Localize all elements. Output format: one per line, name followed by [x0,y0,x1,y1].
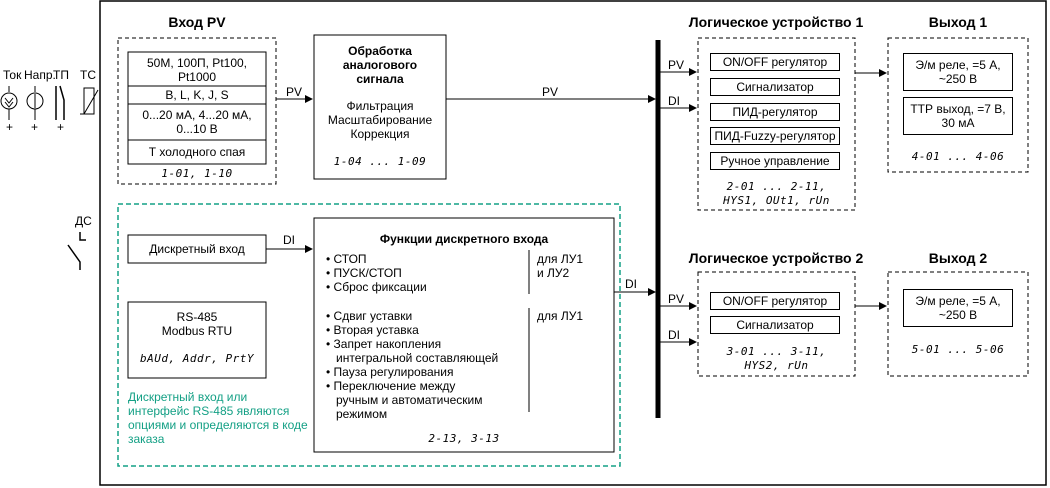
input-tc: B, L, K, J, S [165,88,229,102]
di-functions-title: Функции дискретного входа [379,232,549,246]
analog-filter: Фильтрация [346,99,414,113]
di-func-stop: • СТОП [326,252,367,266]
output2-relay: Э/м реле, =5 А, ~250 В [903,289,1013,327]
logic2-onoff: ON/OFF регулятор [710,292,840,310]
input-analog: 0...20 мА, 4...20 мА, 0...10 В [142,108,252,136]
di-func-second: • Вторая уставка [326,323,419,337]
di-func-switch-2: ручным и автоматическим [336,393,483,407]
logic1-pid-fuzzy: ПИД-Fuzzy-регулятор [710,127,840,145]
input-cold-junction: Т холодного спая [148,145,246,159]
di-label-1: DI [283,233,295,247]
rs485-code: bAUd, Addr, PrtY [140,352,254,365]
analog-scale: Масштабирование [327,113,433,127]
modbus-label: Modbus RTU [161,324,233,338]
di-target-1a: для ЛУ1 [537,252,584,266]
output1-frame [887,37,1029,173]
logic2-alarm: Сигнализатор [710,316,840,334]
plus-voltage: + [31,120,39,134]
input-pv-title: Вход PV [168,14,226,30]
rs485-label: RS-485 [176,310,218,324]
output2-frame [887,271,1029,377]
logic2-frame [697,271,856,377]
output1-code: 4-01 ... 4-06 [911,150,1005,163]
option-frame [117,203,621,467]
di-func-switch-3: режимом [336,407,388,421]
output1-relay: Э/м реле, =5 А, ~250 В [903,53,1013,91]
input-pv-code: 1-01, 1-10 [161,167,233,180]
option-note: Дискретный вход или интерфейс RS-485 явл… [128,390,308,446]
discrete-sensor-label: ДС [75,214,92,228]
thermoresistor-icon [80,87,99,115]
discrete-input-box: Дискретный вход [149,242,245,256]
output1-ssr: ТТР выход, =7 В, 30 мА [903,97,1013,135]
di-func-pause: • Пауза регулирования [326,365,454,379]
di-func-reset: • Сброс фиксации [326,280,427,294]
di-functions-code: 2-13, 3-13 [428,432,500,445]
input-pv-frame [117,37,277,185]
analog-code: 1-04 ... 1-09 [333,155,427,168]
voltage-label: Напр. [24,68,56,82]
logic1-onoff: ON/OFF регулятор [710,53,840,71]
thermocouple-icon [55,85,65,120]
voltage-source-icon [26,86,44,120]
thermoresistor-label: ТС [80,68,96,82]
logic1-manual: Ручное управление [710,152,840,170]
pv-label-1: PV [286,85,303,99]
logic2-code-1: 3-01 ... 3-11, [726,345,827,358]
pv-label-4: PV [668,292,685,306]
logic1-code-1: 2-01 ... 2-11, [726,180,827,193]
plus-thermocouple: + [57,120,65,134]
logic1-pid: ПИД-регулятор [710,103,840,121]
logic2-code-2: HYS2, rUn [744,359,809,372]
di-target-1b: и ЛУ2 [537,266,570,280]
discrete-switch-icon [67,232,86,270]
di-label-4: DI [668,328,680,342]
logic1-title: Логическое устройство 1 [688,14,864,30]
analog-correction: Коррекция [350,127,410,141]
di-func-shift: • Сдвиг уставки [326,309,413,323]
analog-title: Обработка аналогового сигнала [342,44,418,86]
di-func-start-stop: • ПУСК/СТОП [326,266,402,280]
plus-current: + [6,120,14,134]
pv-label-2: PV [542,85,559,99]
pv-label-3: PV [668,58,685,72]
thermocouple-label: ТП [53,68,69,82]
output2-code: 5-01 ... 5-06 [911,343,1005,356]
logic1-frame [697,37,856,211]
logic1-code-2: HYS1, OUt1, rUn [723,194,830,207]
output2-title: Выход 2 [928,250,988,266]
di-label-3: DI [668,94,680,108]
device-frame [99,0,1047,486]
output1-title: Выход 1 [928,14,988,30]
di-label-2: DI [625,277,637,291]
di-func-integral: • Запрет накопления [326,337,442,351]
current-label: Ток [3,68,22,82]
di-target-2: для ЛУ1 [537,309,584,323]
input-rtd: 50M, 100П, Pt100, Pt1000 [146,56,248,84]
logic1-alarm: Сигнализатор [710,78,840,96]
di-func-integral-2: интегральной составляющей [336,351,499,365]
logic2-title: Логическое устройство 2 [688,250,864,266]
di-func-switch: • Переключение между [326,379,456,393]
current-source-icon [0,86,18,120]
